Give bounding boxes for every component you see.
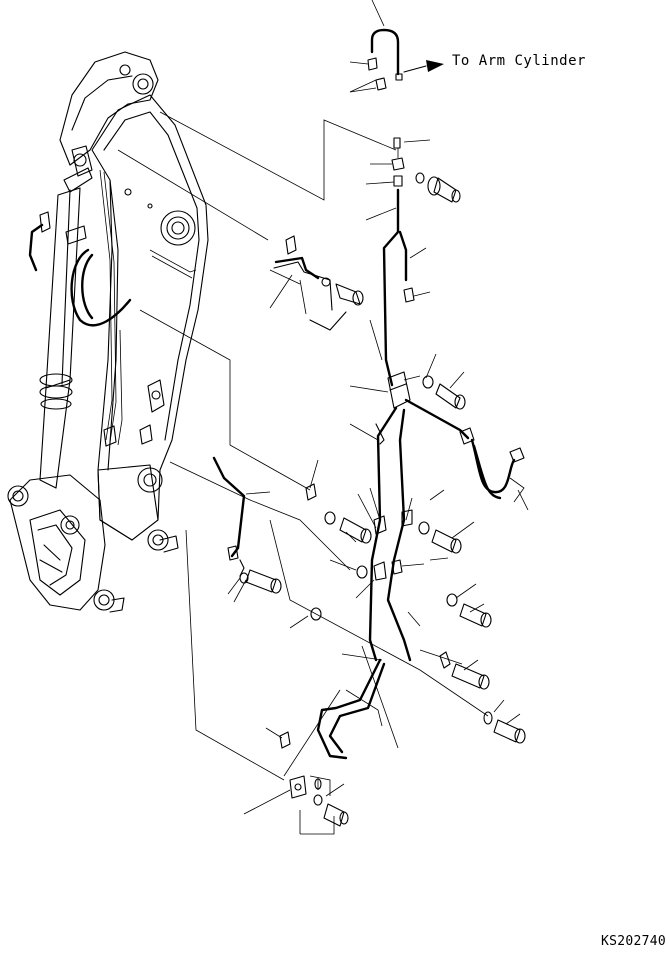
- middle-bolts: [305, 459, 377, 544]
- arrow-line: [403, 65, 427, 73]
- top-pipe-group: [349, 0, 444, 93]
- boom-assembly: [59, 51, 209, 541]
- right-leader-lines: [369, 319, 463, 665]
- leader-lines: [117, 111, 489, 781]
- bottom-hose-group: [243, 645, 399, 835]
- boom-side-pipes: [99, 169, 197, 447]
- main-pipe: [365, 137, 461, 387]
- arrow-right-icon: [426, 60, 444, 72]
- right-bolts: [418, 521, 526, 744]
- upper-clamp-group: [269, 235, 364, 331]
- arm-cylinder-body: [28, 145, 132, 489]
- lower-pipe-pair: [329, 406, 425, 662]
- boom-foot-bracket: [7, 464, 179, 613]
- arm-cylinder-label: To Arm Cylinder: [452, 53, 586, 69]
- branch-block: [349, 353, 529, 511]
- left-bracket-group: [212, 456, 322, 629]
- drawing-code: KS202740: [601, 934, 667, 949]
